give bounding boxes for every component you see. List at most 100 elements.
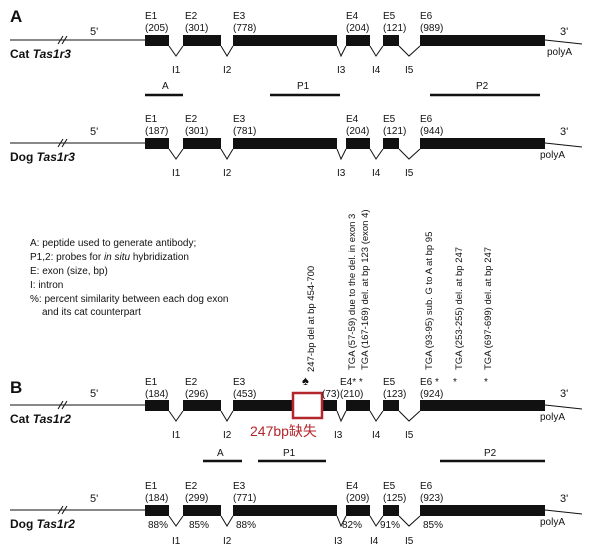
downstream-line <box>544 39 583 45</box>
exon-label: E5 <box>383 481 396 492</box>
exon-block <box>420 505 545 516</box>
break-mark-1 <box>57 505 64 515</box>
gene-name: Dog Tas1r2 <box>10 517 75 531</box>
exon-size: (301) <box>185 126 208 137</box>
exon-size: (205) <box>145 23 168 34</box>
exon-size: (187) <box>145 126 168 137</box>
probe-label-p1: P1 <box>283 448 296 459</box>
intron-chevron <box>398 45 421 57</box>
exon-block <box>383 505 399 516</box>
similarity-percent: 85% <box>189 520 209 531</box>
intron-label: I2 <box>223 65 232 76</box>
polya-label: polyA <box>540 412 565 423</box>
exon-label: E1 <box>145 114 158 125</box>
exon-label: E2 <box>185 377 198 388</box>
legend-line: and its cat counterpart <box>42 307 141 318</box>
exon-block <box>383 400 399 411</box>
break-mark-2 <box>61 138 68 148</box>
intron-label: I1 <box>172 430 181 441</box>
exon-size: (453) <box>233 389 256 400</box>
exon-label: E3 <box>233 114 246 125</box>
exon-block <box>183 35 221 46</box>
intron-chevron <box>369 45 384 57</box>
exon-label: E4* * <box>340 377 363 388</box>
exon-block <box>183 400 221 411</box>
annotation-tga-697: TGA (697-699) del. at bp 247 <box>483 247 494 370</box>
exon-label: E3 <box>233 481 246 492</box>
panel-label-b: B <box>10 378 22 397</box>
intron-label: I1 <box>172 536 181 547</box>
intron-chevron <box>398 148 421 160</box>
exon-label: E6 * <box>420 377 439 388</box>
intron-label: I2 <box>223 430 232 441</box>
exon-block <box>145 35 169 46</box>
five-prime-label: 5' <box>90 493 98 505</box>
intron-chevron <box>369 515 384 527</box>
exon-block <box>145 505 169 516</box>
exon-block <box>233 400 293 411</box>
intron-label: I5 <box>405 65 414 76</box>
probe-label-p1: P1 <box>297 81 310 92</box>
exon-label: E3 <box>233 377 246 388</box>
exon-size: (123) <box>383 389 406 400</box>
exon-size: (771) <box>233 493 256 504</box>
probe-label-a: A <box>217 448 224 459</box>
annotation-tga-167: TGA (167-169) del. at bp 123 (exon 4) <box>360 209 371 370</box>
intron-label: I4 <box>370 536 379 547</box>
exon-block <box>383 138 399 149</box>
intron-label: I2 <box>223 536 232 547</box>
track-cat-tas1r3: 5' 3' E1 (205) E2 (301) E3 (778) E4 (204… <box>10 11 583 97</box>
exon-block <box>183 505 221 516</box>
exon-size: (121) <box>383 23 406 34</box>
exon-block <box>233 505 337 516</box>
probe-label-p2: P2 <box>476 81 489 92</box>
three-prime-label: 3' <box>560 388 568 400</box>
exon-size: (184) <box>145 493 168 504</box>
break-mark-1 <box>57 138 64 148</box>
intron-chevron <box>398 515 421 527</box>
intron-chevron <box>336 515 347 528</box>
spade-marker: ♠ <box>302 373 309 388</box>
intron-chevron <box>220 515 234 527</box>
exon-label: E1 <box>145 481 158 492</box>
intron-chevron <box>168 45 184 57</box>
exon-block <box>145 400 169 411</box>
exon-size: (781) <box>233 126 256 137</box>
intron-label: I1 <box>172 65 181 76</box>
exon-size: (121) <box>383 126 406 137</box>
legend-line: %: percent similarity between each dog e… <box>30 294 228 305</box>
intron-label: I5 <box>405 430 414 441</box>
legend-line: E: exon (size, bp) <box>30 266 108 277</box>
gene-name: Cat Tas1r2 <box>10 412 71 426</box>
exon-size: (204) <box>346 23 369 34</box>
five-prime-label: 5' <box>90 26 98 38</box>
exon-label: E6 <box>420 481 433 492</box>
exon-size: (923) <box>420 493 443 504</box>
exon-size: (989) <box>420 23 443 34</box>
downstream-line <box>544 509 583 515</box>
stop-star: * <box>453 377 457 388</box>
exon-label: E1 <box>145 377 158 388</box>
legend-line: P1,2: probes for in situ hybridization <box>30 252 189 263</box>
exon-size: (924) <box>420 389 443 400</box>
intron-chevron <box>220 148 234 160</box>
similarity-percent: 85% <box>423 520 443 531</box>
exon-label: E6 <box>420 114 433 125</box>
extra-size: (73) <box>322 389 340 400</box>
exon-label: E5 <box>383 377 396 388</box>
exon-size: (209) <box>346 493 369 504</box>
intron-chevron <box>369 410 384 422</box>
exon-label: E2 <box>185 11 198 22</box>
exon-size: (125) <box>383 493 406 504</box>
annotation-tga-253: TGA (253-255) del. at bp 247 <box>454 247 465 370</box>
track-dog-tas1r3: 5' 3' E1 (187) E2 (301) E3 (781) E4 (204… <box>10 114 583 179</box>
intron-label: I4 <box>372 65 381 76</box>
intron-label: I4 <box>372 168 381 179</box>
exon-size: (301) <box>185 23 208 34</box>
probe-label-a: A <box>162 81 169 92</box>
exon-block <box>420 35 545 46</box>
similarity-percent: 91% <box>380 520 400 531</box>
intron-chevron <box>336 410 347 423</box>
